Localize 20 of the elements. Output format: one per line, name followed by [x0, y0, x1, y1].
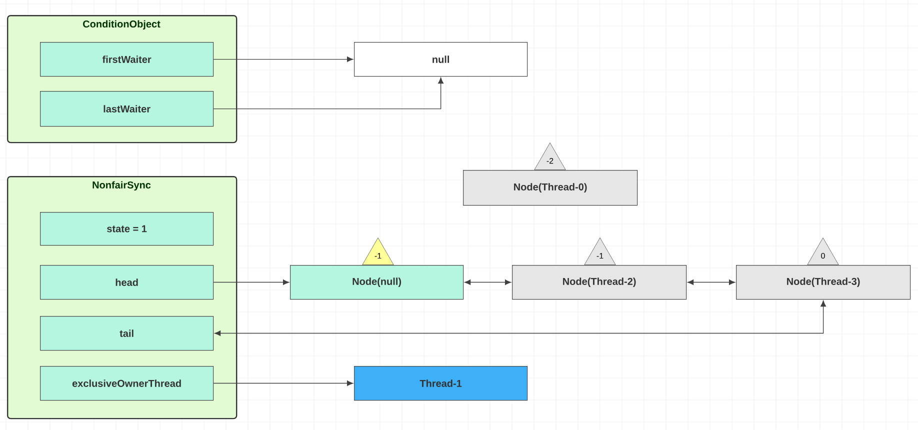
field-box: state = 1: [40, 212, 214, 246]
field-box: lastWaiter: [40, 91, 214, 127]
field-box: tail: [40, 316, 214, 351]
arrow: [213, 78, 444, 110]
arrow: [213, 380, 354, 386]
status-triangle: -1: [362, 238, 394, 265]
arrow: [214, 300, 826, 336]
field-box: Thread-1: [354, 366, 528, 401]
status-triangle: -1: [584, 238, 616, 265]
status-triangle: 0: [807, 238, 839, 265]
field-box: firstWaiter: [40, 42, 214, 77]
field-box: exclusiveOwnerThread: [40, 366, 214, 401]
arrow: [688, 280, 736, 285]
arrow: [213, 56, 354, 62]
field-box: head: [40, 265, 214, 300]
field-box: Node(null): [290, 265, 464, 300]
status-triangle: -2: [534, 142, 566, 170]
arrow: [464, 280, 512, 285]
field-box: null: [354, 42, 528, 77]
arrow: [213, 280, 290, 285]
